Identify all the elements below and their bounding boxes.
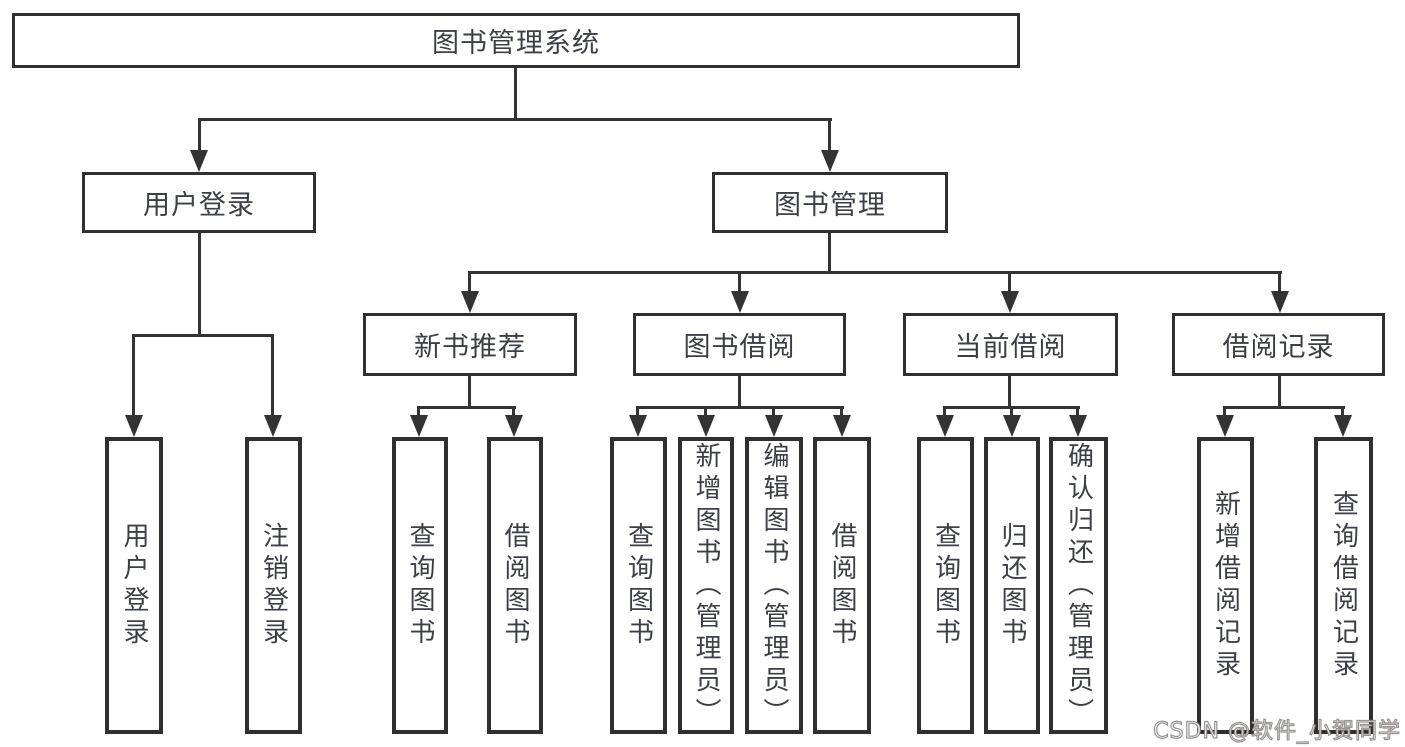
arrowhead-down-icon	[731, 291, 749, 313]
connector-line	[271, 334, 274, 416]
node-label: 新书推荐	[414, 332, 526, 363]
node-label: 查询图书	[930, 521, 961, 650]
connector-line	[198, 118, 201, 152]
leaf-bb-borrow-books: 借阅图书	[813, 437, 871, 734]
node-label: 当前借阅	[954, 332, 1067, 363]
node-label: 借阅图书	[500, 521, 530, 650]
node-label: 查询借阅记录	[1328, 489, 1359, 682]
leaf-user-login: 用户登录	[105, 437, 163, 734]
leaf-rec-query-books: 查询图书	[392, 437, 448, 734]
arrowhead-down-icon	[1334, 415, 1352, 437]
arrowhead-down-icon	[1069, 415, 1087, 437]
node-label: 借阅图书	[827, 521, 857, 650]
node-label: 用户登录	[143, 190, 255, 221]
connector-line	[512, 406, 515, 416]
arrowhead-down-icon	[833, 415, 851, 437]
arrowhead-down-icon	[461, 291, 479, 313]
connector-line	[943, 406, 946, 416]
connector-line	[198, 233, 201, 336]
connector-line	[828, 233, 831, 273]
arrowhead-down-icon	[1271, 291, 1289, 313]
connector-line	[772, 406, 775, 416]
node-label: 查询图书	[405, 521, 435, 650]
node-system-root: 图书管理系统	[12, 13, 1020, 68]
arrowhead-down-icon	[1001, 291, 1019, 313]
node-new-book-recommend: 新书推荐	[363, 313, 577, 376]
connector-line	[1223, 406, 1226, 416]
connector-line	[840, 406, 843, 416]
leaf-rec-borrow-books: 借阅图书	[487, 437, 543, 734]
connector-line	[198, 118, 832, 121]
arrowhead-down-icon	[629, 415, 647, 437]
connector-line	[1010, 406, 1013, 416]
connector-line	[1278, 376, 1281, 409]
leaf-bb-query-books: 查询图书	[610, 437, 667, 734]
node-label: 图书管理	[774, 190, 886, 221]
node-label: 新增图书（管理员）	[691, 441, 721, 730]
leaf-br-add-record: 新增借阅记录	[1197, 437, 1254, 734]
leaf-logout: 注销登录	[245, 437, 302, 734]
connector-line	[1278, 271, 1281, 293]
leaf-cb-confirm-return-admin: 确认归还（管理员）	[1049, 437, 1108, 734]
node-book-borrowing: 图书借阅	[633, 313, 846, 376]
arrowhead-down-icon	[1003, 415, 1021, 437]
node-label: 查询图书	[623, 521, 654, 650]
arrowhead-down-icon	[821, 150, 839, 172]
connector-line	[1223, 406, 1345, 409]
leaf-cb-query-books: 查询图书	[917, 437, 974, 734]
node-label: 编辑图书（管理员）	[759, 441, 789, 730]
connector-line	[417, 406, 516, 409]
connector-line	[1076, 406, 1079, 416]
connector-line	[1008, 376, 1011, 409]
arrowhead-down-icon	[264, 415, 282, 437]
arrowhead-down-icon	[505, 415, 523, 437]
node-label: 图书借阅	[683, 332, 796, 363]
watermark: CSDN @软件_小贺同学	[1153, 718, 1401, 744]
node-borrow-records: 借阅记录	[1172, 313, 1385, 376]
arrowhead-down-icon	[190, 150, 208, 172]
node-book-management: 图书管理	[712, 172, 948, 233]
connector-line	[417, 406, 420, 416]
connector-line	[1341, 406, 1344, 416]
connector-line	[738, 271, 741, 293]
leaf-bb-add-books-admin: 新增图书（管理员）	[678, 437, 734, 734]
connector-line	[636, 406, 844, 409]
connector-line	[828, 118, 831, 152]
connector-line	[132, 334, 135, 416]
arrowhead-down-icon	[697, 415, 715, 437]
connector-line	[468, 271, 471, 293]
node-label: 用户登录	[119, 521, 149, 650]
node-label: 确认归还（管理员）	[1063, 441, 1094, 730]
connector-line	[738, 376, 741, 409]
arrowhead-down-icon	[765, 415, 783, 437]
node-label: 借阅记录	[1222, 332, 1335, 363]
node-user-login: 用户登录	[82, 172, 316, 233]
node-label: 图书管理系统	[432, 28, 600, 59]
arrowhead-down-icon	[410, 415, 428, 437]
leaf-cb-return-books: 归还图书	[984, 437, 1040, 734]
connector-line	[468, 271, 1282, 274]
arrowhead-down-icon	[125, 415, 143, 437]
leaf-bb-edit-books-admin: 编辑图书（管理员）	[745, 437, 803, 734]
connector-line	[1008, 271, 1011, 293]
connector-line	[636, 406, 639, 416]
node-current-borrowing: 当前借阅	[903, 313, 1118, 376]
connector-line	[514, 68, 517, 120]
arrowhead-down-icon	[1216, 415, 1234, 437]
connector-line	[704, 406, 707, 416]
node-label: 新增借阅记录	[1210, 489, 1241, 682]
connector-line	[468, 376, 471, 409]
connector-line	[132, 334, 274, 337]
node-label: 归还图书	[997, 521, 1027, 650]
arrowhead-down-icon	[936, 415, 954, 437]
leaf-br-query-record: 查询借阅记录	[1314, 437, 1373, 734]
node-label: 注销登录	[258, 521, 289, 650]
